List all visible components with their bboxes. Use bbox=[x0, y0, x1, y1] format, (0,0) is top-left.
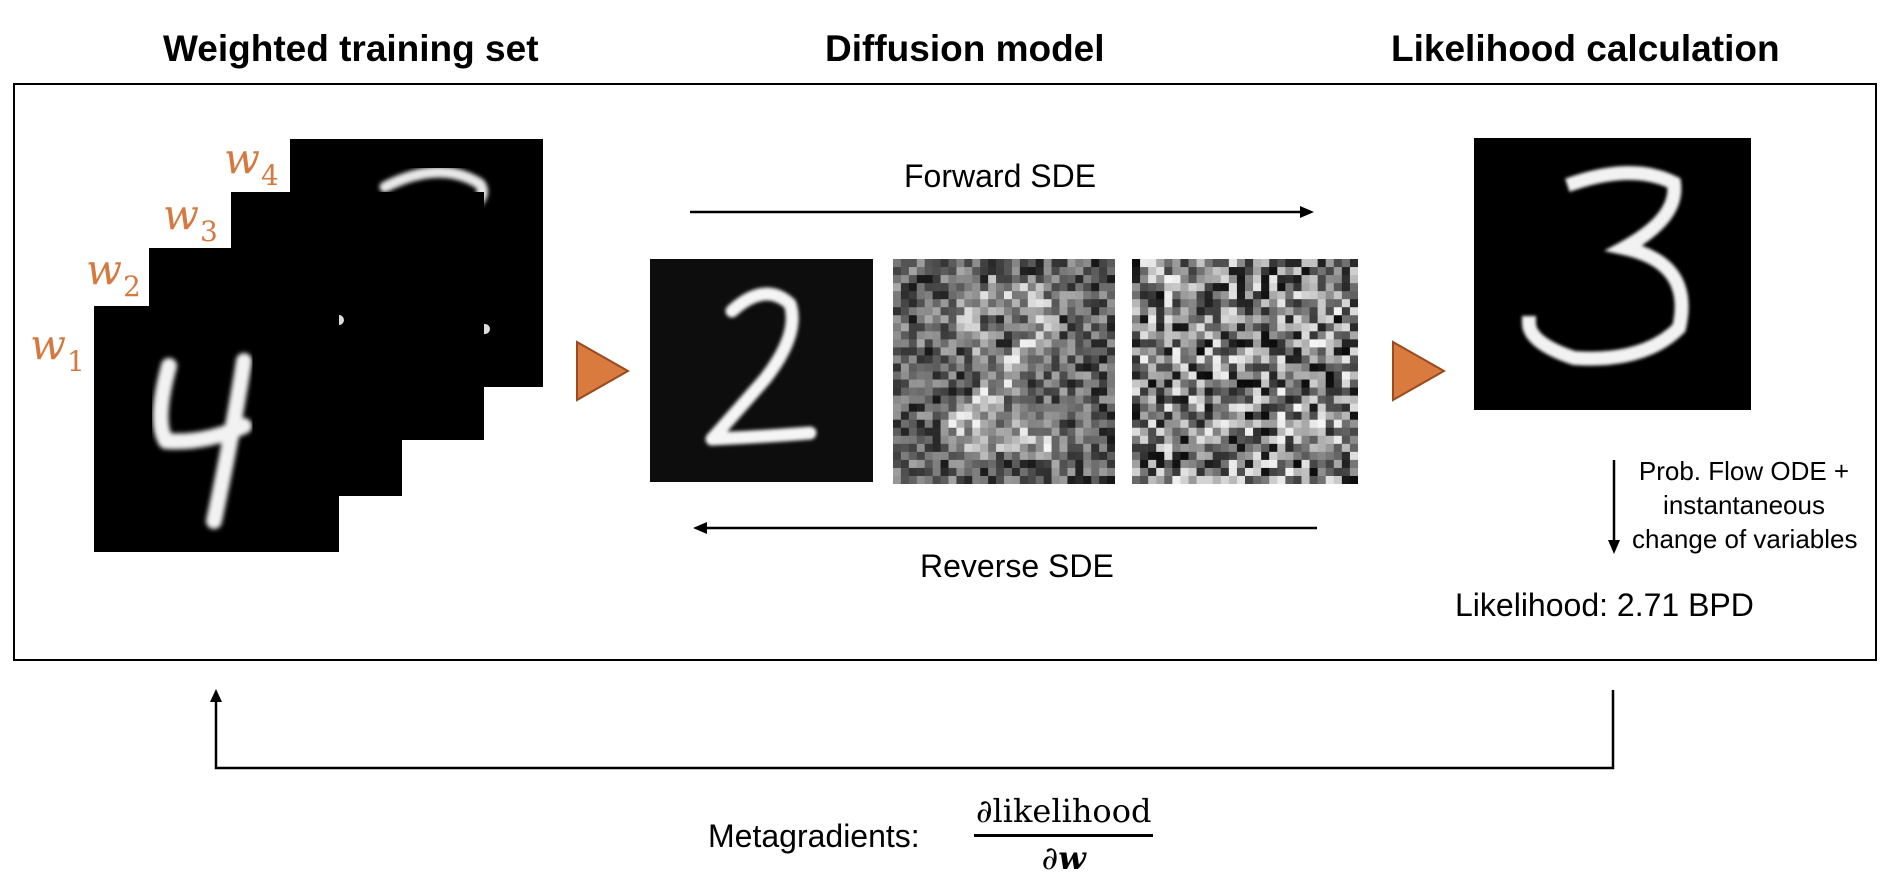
ode-line-1: Prob. Flow ODE + bbox=[1638, 456, 1850, 486]
ode-line-3: change of variables bbox=[1632, 524, 1858, 554]
weight-label-4: w4 bbox=[224, 134, 279, 192]
ode-line-2: instantaneous bbox=[1663, 490, 1825, 520]
metagradient-feedback-arrow bbox=[210, 689, 1615, 770]
pipeline-box bbox=[13, 83, 1877, 661]
diffusion-partial-noise-image bbox=[893, 259, 1115, 484]
heading-training-set: Weighted training set bbox=[163, 28, 539, 69]
likelihood-image bbox=[1474, 138, 1751, 410]
weight-label-3: w3 bbox=[163, 190, 218, 248]
reverse-sde-arrow bbox=[693, 522, 1317, 534]
flow-arrowhead-1 bbox=[576, 340, 631, 402]
ode-description: Prob. Flow ODE + instantaneous change of… bbox=[1632, 454, 1858, 556]
fraction-denominator: ∂w bbox=[1041, 839, 1086, 877]
reverse-sde-label: Reverse SDE bbox=[920, 548, 1114, 584]
metagradients-label: Metagradients: bbox=[708, 818, 920, 854]
weight-label-2: w2 bbox=[86, 245, 141, 303]
forward-sde-arrow bbox=[690, 206, 1314, 218]
metagradient-fraction: ∂likelihood ∂w bbox=[974, 792, 1154, 877]
training-image-1 bbox=[94, 306, 339, 552]
fraction-numerator: ∂likelihood bbox=[974, 792, 1154, 837]
ode-down-arrow bbox=[1608, 460, 1620, 554]
weight-label-1: w1 bbox=[30, 320, 85, 378]
diffusion-clean-image bbox=[650, 259, 873, 482]
forward-sde-label: Forward SDE bbox=[904, 158, 1097, 194]
heading-diffusion-model: Diffusion model bbox=[825, 28, 1105, 69]
flow-arrowhead-2 bbox=[1392, 340, 1447, 402]
likelihood-result: Likelihood: 2.71 BPD bbox=[1455, 587, 1754, 623]
diffusion-full-noise-image bbox=[1132, 259, 1358, 484]
heading-likelihood-calculation: Likelihood calculation bbox=[1391, 28, 1780, 69]
